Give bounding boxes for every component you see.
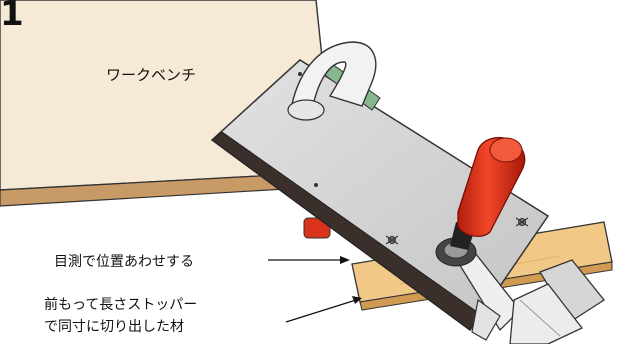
toggle-clamp xyxy=(435,136,526,341)
wing-nut-left xyxy=(385,235,399,245)
figure-number: 1 xyxy=(0,0,24,34)
top-handle xyxy=(287,41,377,121)
red-handle xyxy=(457,136,526,237)
wing-nut-right xyxy=(515,217,529,227)
leader-line-stopper xyxy=(285,296,362,323)
stopper-label-line1: 前もって長さストッパー xyxy=(44,297,198,313)
stopper-label-line2: で同寸に切り出した材 xyxy=(44,319,184,335)
clamp-jaw xyxy=(509,259,605,344)
leader-line-align xyxy=(268,256,350,264)
align-by-eye-label: 目測で位置あわせする xyxy=(54,254,194,270)
workbench-label: ワークベンチ xyxy=(106,66,197,84)
